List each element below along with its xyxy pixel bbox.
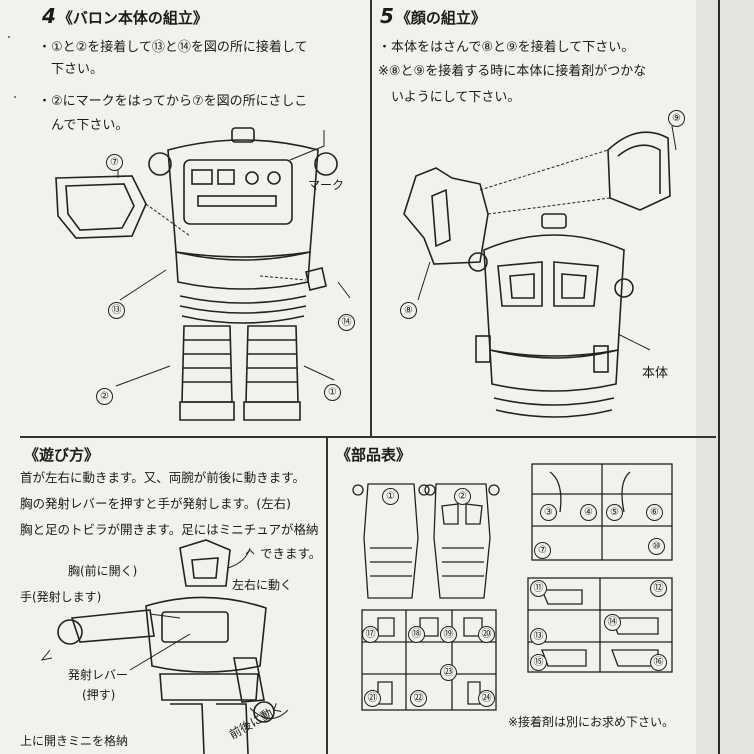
face-assembly-diagram <box>403 125 677 418</box>
how-to-play-line-3: 胸と足のトビラが開きます。足にはミニチュアが格納 <box>20 522 319 537</box>
sprue-c-21: ㉑ <box>364 690 381 707</box>
how-to-play-line-2: 胸の発射レバーを押すと手が発射します。(左右) <box>20 496 292 511</box>
part-9-marker: ⑨ <box>668 110 685 127</box>
sprue-a-3: ③ <box>540 504 557 521</box>
parts-list-title: 《部品表》 <box>336 446 412 464</box>
sprue-c-22: ㉒ <box>410 690 427 707</box>
mark-label: マーク <box>308 178 345 192</box>
how-to-play-line-4: できます。 <box>260 546 322 561</box>
chest-callout: 胸(前に開く) <box>68 564 138 578</box>
part-2-marker: ② <box>96 388 113 405</box>
page-edge-line <box>718 0 720 754</box>
section-4-line-2: 下さい。 <box>38 62 104 77</box>
section-4-title: 4《バロン本体の組立》 <box>42 4 208 28</box>
how-to-play-panel: 《遊び方》 首が左右に動きます。又、両腕が前後に動きます。 胸の発射レバーを押す… <box>20 438 328 754</box>
section-4-line-3: ・②にマークをはってから⑦を図の所にさしこ <box>38 94 308 109</box>
parts-diagram <box>352 463 673 711</box>
section-4-heading: 《バロン本体の組立》 <box>57 9 208 27</box>
sprue-c-20: ⑳ <box>478 626 495 643</box>
section-4-panel: 4《バロン本体の組立》 ・①と②を接着して⑬と⑭を図の所に接着して 下さい。 ・… <box>20 0 372 438</box>
lever-callout-2: (押す) <box>82 688 116 702</box>
part-8-marker: ⑧ <box>400 302 417 319</box>
play-diagram <box>40 539 289 754</box>
part-1-marker: ① <box>324 384 341 401</box>
sprue-c-17: ⑰ <box>362 626 379 643</box>
sprue-b-12: ⑫ <box>650 580 667 597</box>
piece-1-marker: ① <box>382 488 399 505</box>
section-4-line-4: んで下さい。 <box>38 118 129 133</box>
hand-callout: 手(発射します) <box>20 590 102 604</box>
part-14-marker: ⑭ <box>338 314 355 331</box>
sprue-a-4: ④ <box>580 504 597 521</box>
body-label: 本体 <box>642 366 669 381</box>
page-margin <box>696 0 754 754</box>
sprue-a-7: ⑦ <box>534 542 551 559</box>
section-5-line-1: ・本体をはさんで⑧と⑨を接着して下さい。 <box>378 40 635 55</box>
sprue-b-15: ⑮ <box>530 654 547 671</box>
sprue-a-5: ⑤ <box>606 504 623 521</box>
section-5-panel: 5《顔の組立》 ・本体をはさんで⑧と⑨を接着して下さい。 ※⑧と⑨を接着する時に… <box>372 0 716 438</box>
sprue-c-24: ㉔ <box>478 690 495 707</box>
sprue-b-11: ⑪ <box>530 580 547 597</box>
how-to-play-line-1: 首が左右に動きます。又、両腕が前後に動きます。 <box>20 470 306 485</box>
sprue-b-14: ⑭ <box>604 614 621 631</box>
sprue-a-6: ⑥ <box>646 504 663 521</box>
baron-body-assembly-diagram <box>55 127 351 421</box>
section-4-line-1: ・①と②を接着して⑬と⑭を図の所に接着して <box>38 40 308 55</box>
adhesive-note: ※接着剤は別にお求め下さい。 <box>508 715 675 729</box>
mini-storage-callout: 上に開きミニを格納 <box>20 734 129 748</box>
sprue-b-16: ⑯ <box>650 654 667 671</box>
parts-list-panel: 《部品表》 <box>328 438 716 754</box>
sprue-a-10: ⑩ <box>648 538 665 555</box>
section-5-line-2: ※⑧と⑨を接着する時に本体に接着剤がつかな <box>378 64 647 79</box>
sprue-c-18: ⑱ <box>408 626 425 643</box>
part-7-marker: ⑦ <box>106 154 123 171</box>
piece-2-marker: ② <box>454 488 471 505</box>
part-13-marker: ⑬ <box>108 302 125 319</box>
left-right-callout: 左右に動く <box>232 578 293 592</box>
lever-callout-1: 発射レバー <box>68 668 129 682</box>
section-5-line-3: いようにして下さい。 <box>378 90 521 105</box>
paper-speck <box>8 36 10 38</box>
section-4-number: 4 <box>42 4 56 28</box>
paper-speck <box>14 96 16 98</box>
sprue-b-13: ⑬ <box>530 628 547 645</box>
sprue-c-19: ⑲ <box>440 626 457 643</box>
section-5-heading: 《顔の組立》 <box>395 9 486 27</box>
sprue-c-23: ㉓ <box>440 664 457 681</box>
how-to-play-title: 《遊び方》 <box>24 446 100 464</box>
section-5-number: 5 <box>380 4 394 28</box>
section-5-title: 5《顔の組立》 <box>380 4 486 28</box>
